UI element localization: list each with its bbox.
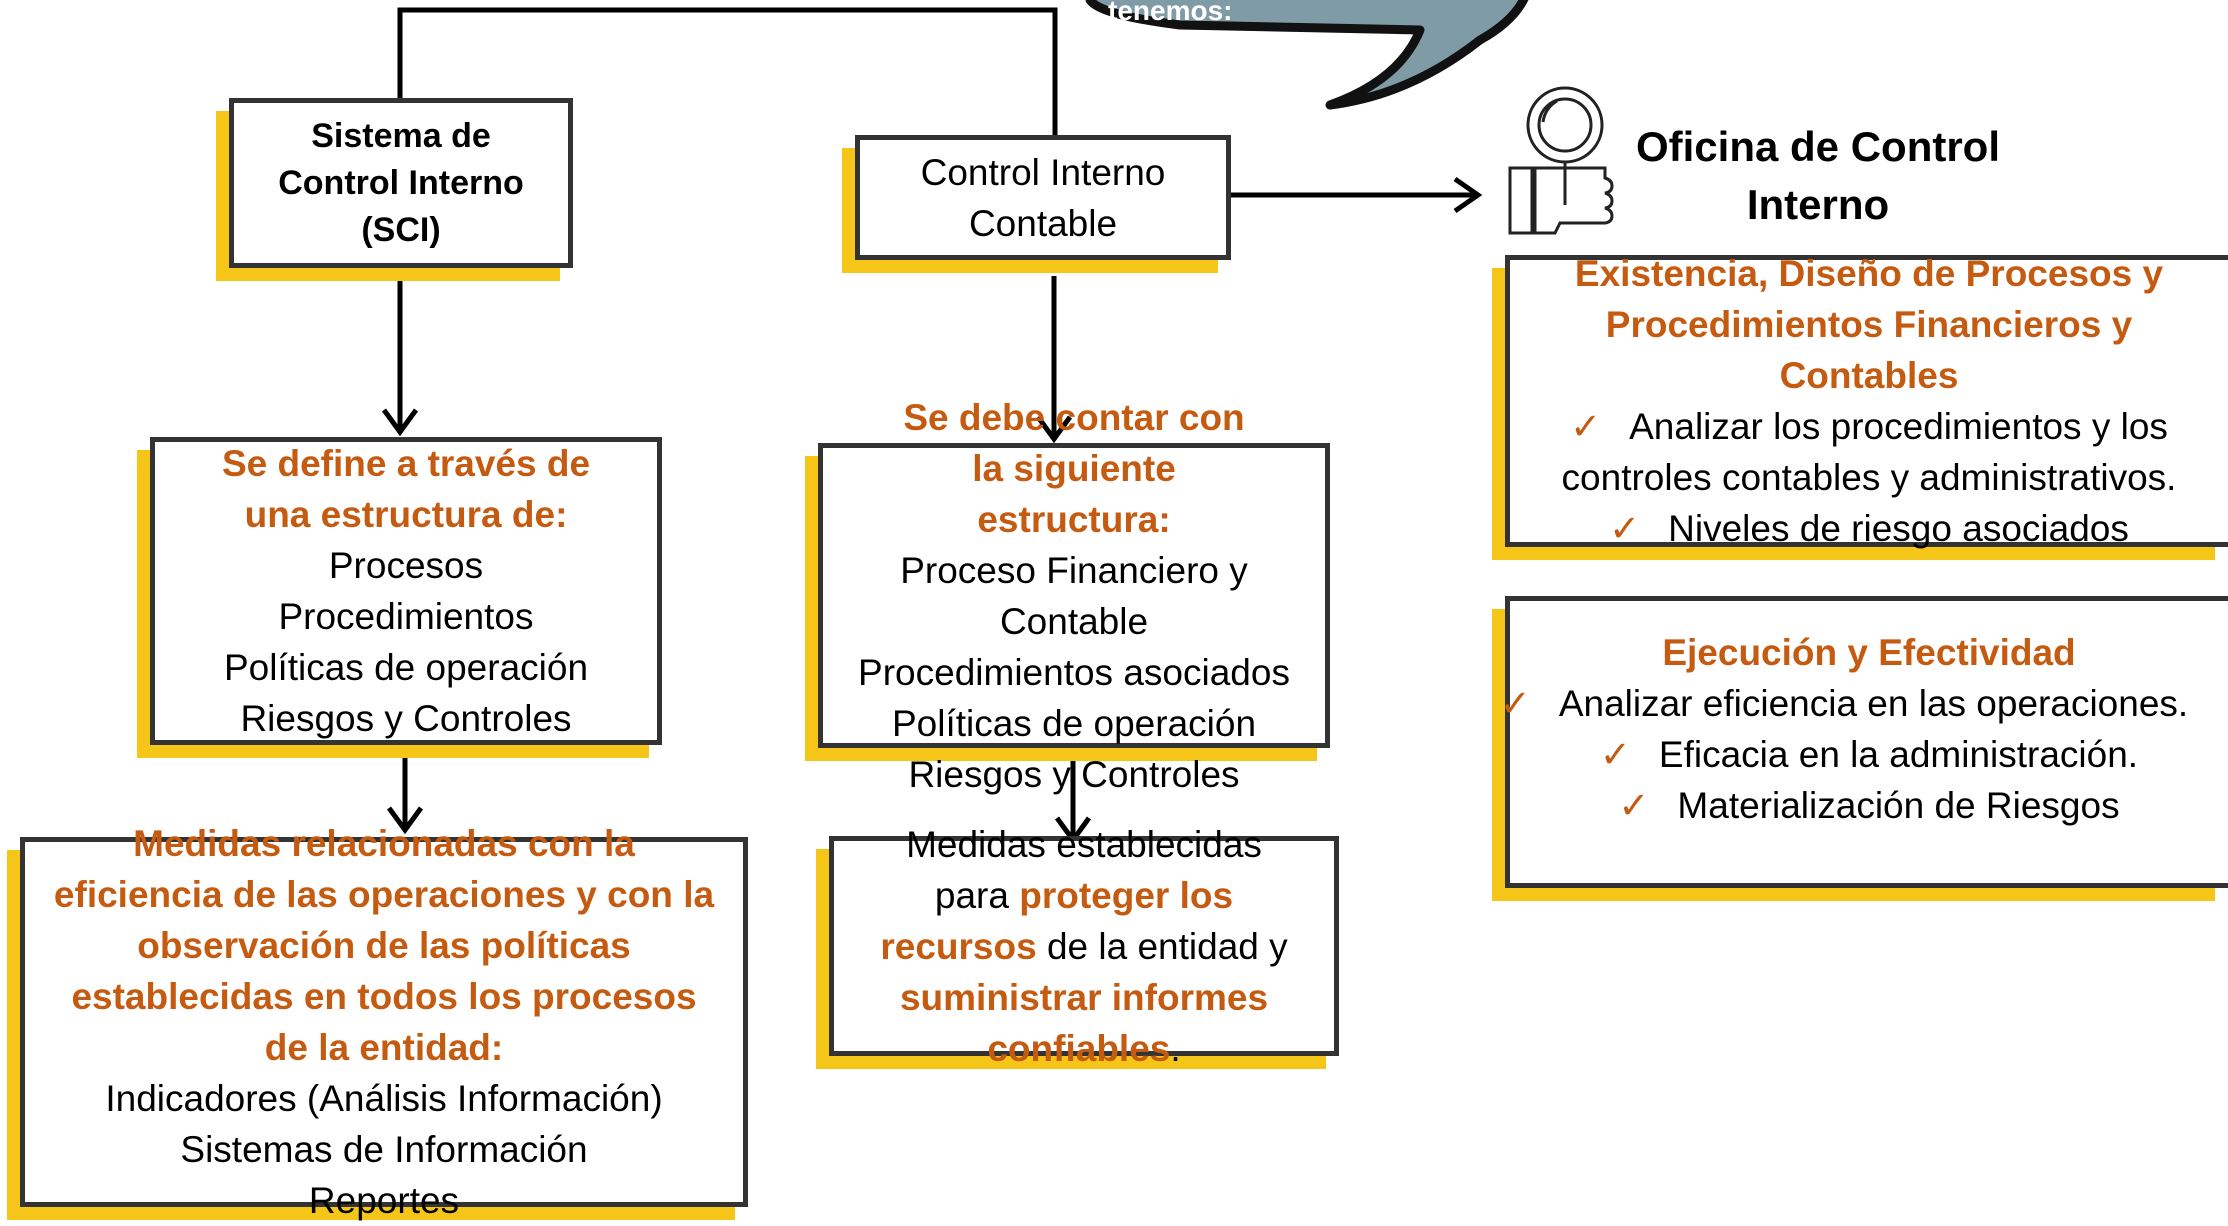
ejecucion-item: ✓Eficacia en la administración.	[1600, 729, 2138, 780]
cic-medidas-part1: Medidas establecidas para	[906, 823, 1262, 916]
sci-medidas-box: Medidas relacionadas con la eficiencia d…	[20, 823, 748, 1221]
cic-medidas-part3: .	[1170, 1027, 1181, 1069]
sci-medidas-item: Indicadores (Análisis Información)	[105, 1078, 663, 1119]
cic-medidas-box: Medidas establecidas para proteger los r…	[829, 824, 1339, 1069]
checkmark-icon: ✓	[1570, 406, 1602, 447]
existencia-item: ✓Analizar los procedimientos y los contr…	[1520, 401, 2218, 503]
cic-box: Control Interno Contable	[855, 135, 1231, 260]
ejecucion-heading: Ejecución y Efectividad	[1662, 632, 2076, 673]
speech-bubble	[1085, 0, 1529, 110]
sci-box: Sistema de Control Interno (SCI)	[229, 98, 573, 268]
cic-estructura-item: Políticas de operación	[891, 702, 1257, 744]
cic-estructura-item: Riesgos y Controles	[908, 753, 1240, 795]
checkmark-icon: ✓	[1599, 734, 1631, 775]
ejecucion-item: ✓Materialización de Riesgos	[1618, 780, 2119, 831]
sci-medidas-item: Reportes	[308, 1180, 460, 1221]
cic-estructura-box: Se debe contar con la siguiente estructu…	[818, 397, 1330, 795]
ejecucion-item: ✓Analizar eficiencia en las operaciones.	[1500, 678, 2188, 729]
cic-estructura-heading: Se debe contar con la siguiente estructu…	[903, 396, 1245, 540]
oficina-title: Oficina de Control Interno	[1635, 123, 2000, 228]
magnifier-hand-icon	[1508, 86, 1614, 235]
sci-estructura-heading: Se define a través de una estructura de:	[221, 443, 591, 535]
ejecucion-box: Ejecución y Efectividad ✓Analizar eficie…	[1500, 596, 2228, 888]
sci-estructura-item: Procedimientos	[278, 596, 534, 637]
cic-estructura-item: Procedimientos asociados	[858, 651, 1290, 693]
cic-medidas-highlight2: suministrar informes confiables	[899, 976, 1269, 1069]
existencia-box: Existencia, Diseño de Procesos y Procedi…	[1505, 253, 2228, 549]
existencia-item: ✓Niveles de riesgo asociados	[1609, 503, 2129, 554]
sci-medidas-item: Sistemas de Información	[180, 1129, 588, 1170]
sci-estructura-box: Se define a través de una estructura de:…	[150, 437, 662, 745]
cic-medidas-part2: de la entidad y	[1046, 925, 1288, 967]
sci-estructura-item: Procesos	[328, 545, 484, 586]
cic-title: Control Interno Contable	[920, 151, 1166, 244]
checkmark-icon: ✓	[1499, 683, 1531, 724]
checkmark-icon: ✓	[1609, 508, 1641, 549]
sci-title: Sistema de Control Interno (SCI)	[278, 116, 524, 249]
sci-estructura-item: Políticas de operación	[223, 647, 589, 688]
sci-medidas-heading: Medidas relacionadas con la eficiencia d…	[53, 823, 715, 1068]
sci-estructura-item: Riesgos y Controles	[240, 698, 572, 739]
checkmark-icon: ✓	[1618, 785, 1650, 826]
cic-estructura-item: Proceso Financiero y Contable	[900, 549, 1248, 642]
cic-medidas-text: Medidas establecidas para proteger los r…	[864, 819, 1304, 1074]
cic-medidas-highlight1: proteger los recursos	[880, 874, 1234, 967]
top-bracket-line	[397, 7, 1058, 137]
bubble-text: tenemos:	[1108, 0, 1233, 26]
existencia-heading: Existencia, Diseño de Procesos y Procedi…	[1574, 253, 2164, 396]
